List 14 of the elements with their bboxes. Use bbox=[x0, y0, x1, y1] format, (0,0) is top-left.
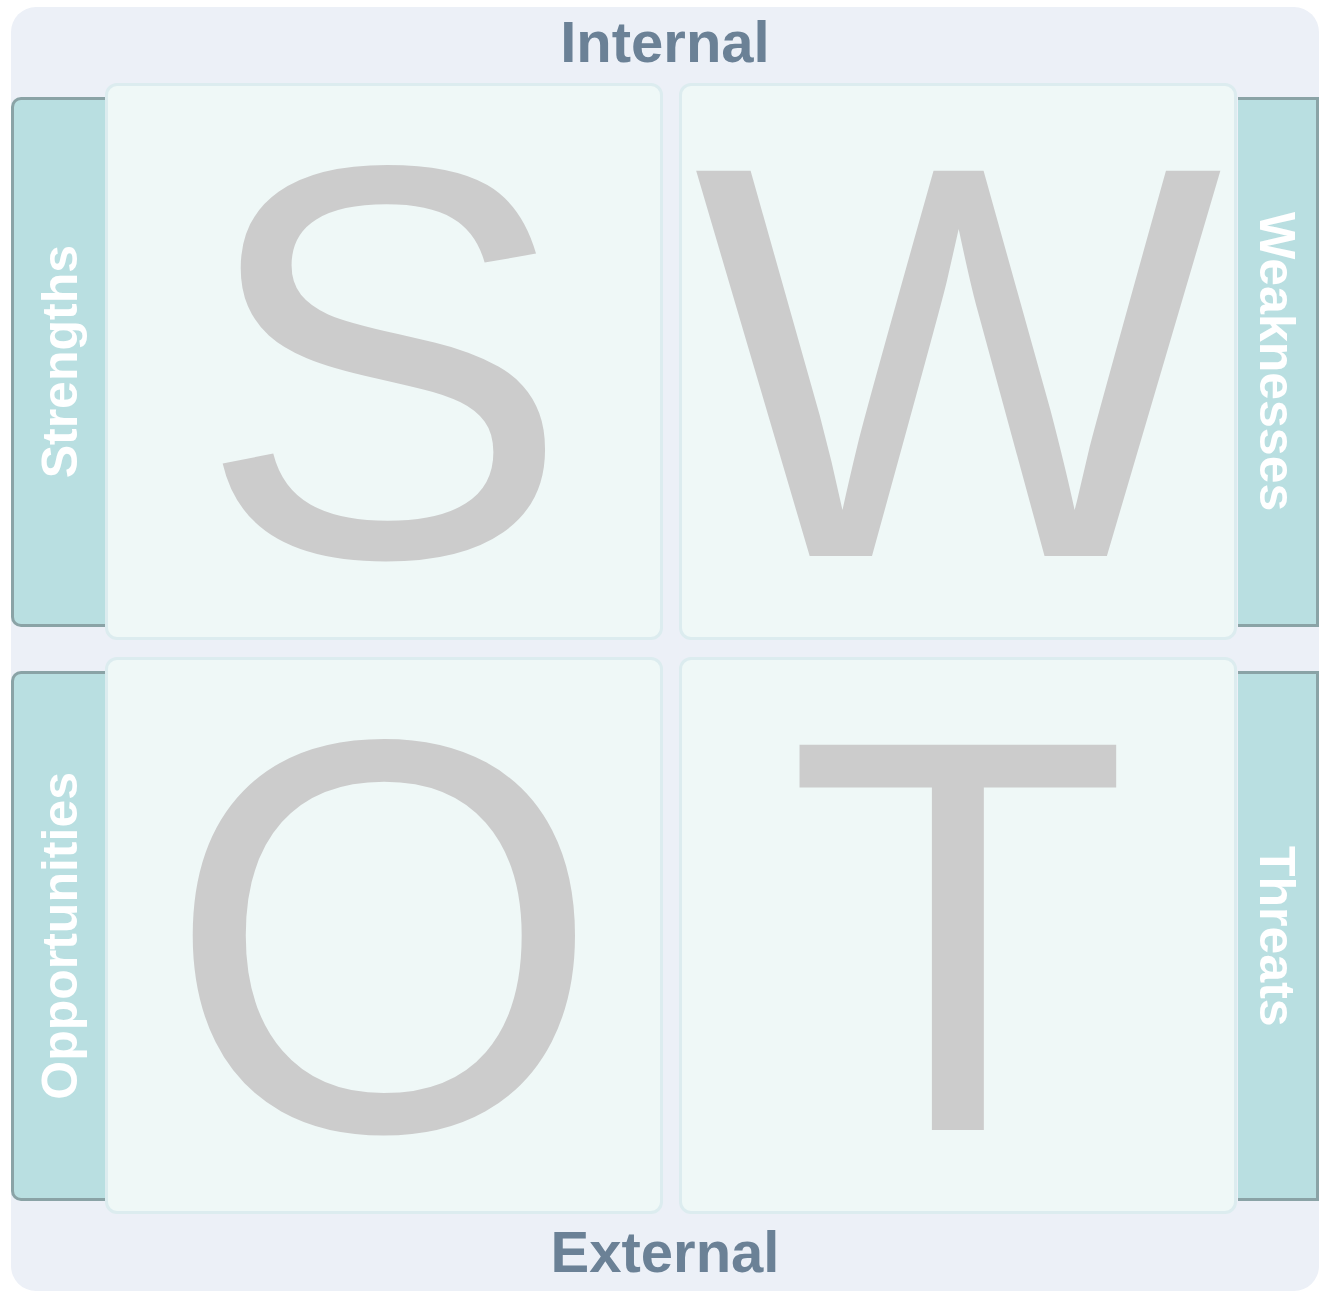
quadrant-card bbox=[679, 657, 1237, 1214]
tab-label: Weaknesses bbox=[1252, 212, 1302, 512]
bottom-heading: External bbox=[550, 1223, 780, 1281]
tab-label: Strengths bbox=[34, 245, 85, 479]
side-tab bbox=[1238, 671, 1319, 1201]
tab-label: Opportunities bbox=[34, 772, 85, 1100]
side-tab bbox=[1238, 97, 1319, 627]
side-tab bbox=[11, 671, 105, 1201]
swot-panel bbox=[11, 7, 1319, 1291]
side-tab bbox=[11, 97, 105, 627]
quadrant-card bbox=[105, 657, 663, 1214]
tab-label: Threats bbox=[1252, 845, 1302, 1027]
quadrant-card bbox=[105, 83, 663, 640]
top-heading: Internal bbox=[560, 13, 770, 71]
